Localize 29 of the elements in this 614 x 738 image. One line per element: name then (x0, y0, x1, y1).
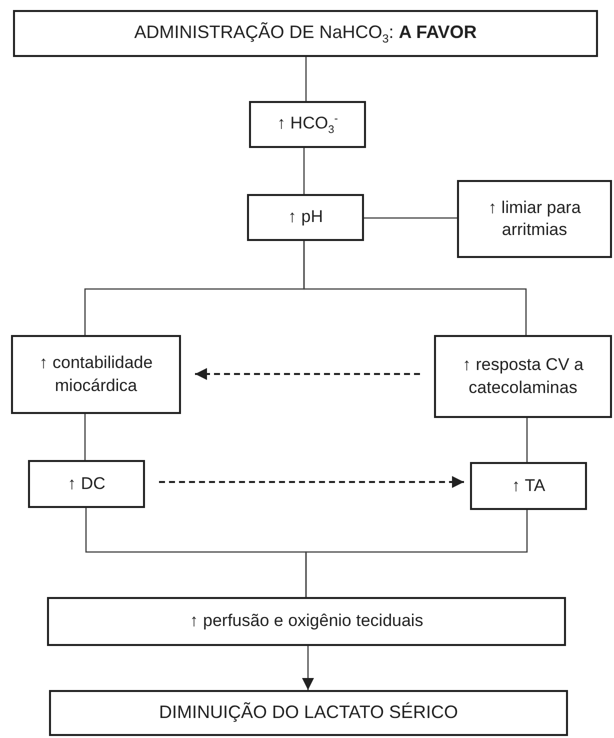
process-box (470, 462, 587, 510)
box-text: ↑ contabilidade miocárdica (38, 352, 154, 396)
connector-line (305, 510, 528, 597)
connector-line (303, 241, 527, 335)
process-box (247, 194, 364, 241)
box-text: ↑ perfusão e oxigênio teciduais (190, 610, 424, 632)
box-text: ↑ resposta CV a catecolaminas (462, 354, 584, 398)
connector-line (84, 414, 86, 460)
box-text: ↑ DC (68, 472, 106, 495)
box-text: DIMINUIÇÃO DO LACTATO SÉRICO (158, 701, 458, 724)
dashed-arrow (159, 476, 464, 488)
process-box (28, 460, 145, 508)
box-text: ↑ pH (288, 206, 323, 228)
heading-box (49, 690, 568, 736)
connector-line (303, 148, 305, 194)
box-text: ↑ limiar para arritmias (487, 196, 582, 241)
heading-box (13, 10, 598, 57)
dashed-arrow (195, 368, 420, 380)
box-text: ADMINISTRAÇÃO DE NaHCO$_{3}$: A FAVOR (134, 20, 477, 46)
connector-line (305, 57, 307, 101)
connector-line (364, 217, 457, 219)
process-box (47, 597, 566, 646)
arrow (302, 646, 314, 690)
process-box (434, 335, 612, 418)
process-box (249, 101, 366, 148)
process-box (11, 335, 181, 414)
process-box (457, 180, 612, 258)
box-text: ↑ TA (512, 474, 546, 497)
connector-line (526, 418, 528, 462)
